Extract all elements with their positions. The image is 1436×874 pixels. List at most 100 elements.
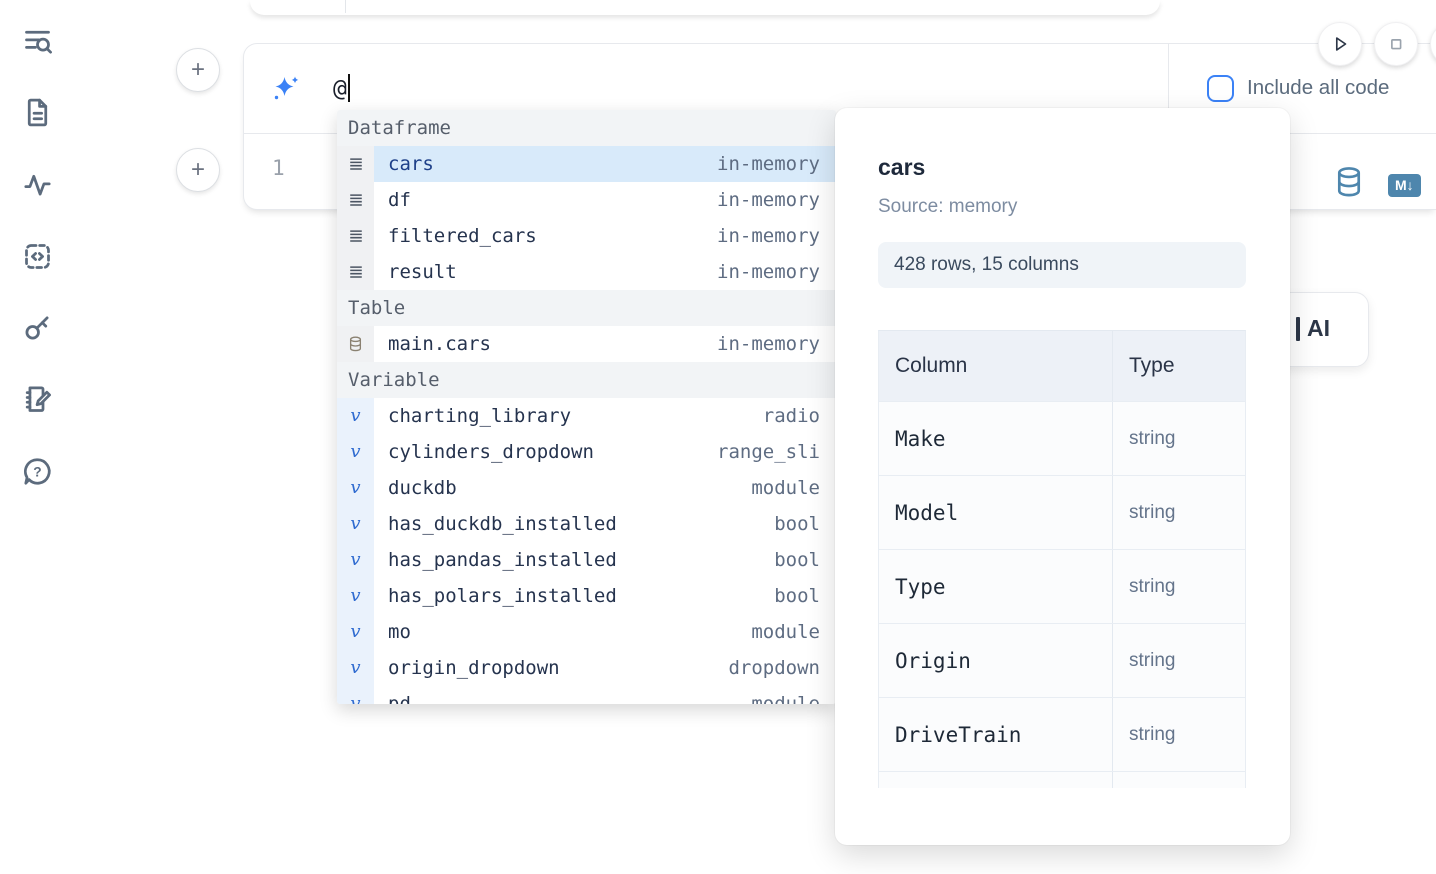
add-cell-above-button[interactable]: + [176, 48, 220, 92]
add-cell-below-button[interactable]: + [176, 148, 220, 192]
ai-card-label: AI [1307, 315, 1330, 341]
item-name: main.cars [388, 333, 491, 355]
preview-title: cars [878, 154, 926, 180]
dataframe-preview-popup: cars Source: memory 428 rows, 15 columns… [835, 108, 1290, 845]
scratchpad-icon [25, 385, 51, 412]
sidebar-item-code-snippet[interactable] [20, 239, 54, 273]
item-icon-gutter: v [337, 470, 374, 506]
item-icon-gutter: v [337, 506, 374, 542]
include-all-code-checkbox[interactable] [1207, 75, 1234, 102]
stop-icon [1391, 39, 1402, 50]
play-icon [1335, 37, 1347, 51]
item-name: mo [388, 621, 411, 643]
item-name: charting_library [388, 405, 572, 427]
item-type: module [751, 477, 820, 499]
svg-text:?: ? [33, 464, 41, 479]
sidebar-item-activity-pulse[interactable] [20, 167, 54, 201]
table-row: Origin string [878, 624, 1246, 698]
stop-button[interactable] [1374, 22, 1418, 66]
item-type: bool [774, 549, 820, 571]
code-snippet-icon [24, 243, 50, 269]
item-type: module [751, 693, 820, 704]
item-name: filtered_cars [388, 225, 537, 247]
item-icon-gutter: v [337, 578, 374, 614]
item-type: in-memory [717, 261, 820, 283]
variable-icon: v [350, 693, 361, 705]
item-icon-gutter [337, 146, 374, 182]
ai-prompt-input[interactable]: @ [333, 74, 351, 102]
column-name-cell: Type [895, 574, 946, 599]
autocomplete-item-has_duckdb_installed[interactable]: v has_duckdb_installed bool [337, 506, 836, 542]
item-icon-gutter: v [337, 614, 374, 650]
item-content: charting_library radio [374, 398, 836, 434]
sidebar-item-key[interactable] [20, 310, 54, 344]
clipped-letter-fragment [1296, 317, 1300, 341]
item-type: radio [762, 405, 820, 427]
column-type-cell: string [1112, 550, 1245, 623]
column-type-cell: string [1112, 476, 1245, 549]
database-icon[interactable] [1334, 166, 1364, 205]
sidebar: ? [0, 0, 72, 874]
column-name-cell: Origin [895, 648, 971, 673]
line-number: 1 [272, 156, 285, 180]
column-type-cell: string [1112, 624, 1245, 697]
variable-icon: v [350, 585, 361, 606]
variable-icon: v [350, 513, 361, 534]
item-name: has_pandas_installed [388, 549, 617, 571]
ai-options-panel: Include all code [1168, 44, 1436, 133]
column-type-cell: string [1112, 402, 1245, 475]
sidebar-item-file-document[interactable] [20, 95, 54, 129]
text-cursor [347, 74, 351, 102]
item-type: bool [774, 513, 820, 535]
item-icon-gutter [337, 218, 374, 254]
autocomplete-section-header: Table [337, 290, 836, 326]
item-type: dropdown [728, 657, 820, 679]
sidebar-item-toc-search[interactable] [20, 23, 54, 57]
item-content: origin_dropdown dropdown [374, 650, 836, 686]
autocomplete-item-main.cars[interactable]: main.cars in-memory [337, 326, 836, 362]
column-name-cell [879, 772, 1112, 788]
markdown-export-icon[interactable]: M↓ [1388, 174, 1421, 197]
table-header-cell: Column [895, 354, 968, 377]
sidebar-item-scratchpad[interactable] [20, 382, 54, 416]
ai-prompt-value: @ [333, 76, 347, 102]
variable-icon: v [350, 441, 361, 462]
variable-icon: v [350, 477, 361, 498]
sidebar-item-help-chat[interactable]: ? [20, 454, 54, 488]
ai-sparkle-icon [270, 72, 302, 104]
item-type: in-memory [717, 333, 820, 355]
dataframe-icon [349, 194, 362, 206]
item-name: origin_dropdown [388, 657, 560, 679]
include-all-code-label: Include all code [1247, 76, 1390, 99]
item-type: bool [774, 585, 820, 607]
shape-badge: 428 rows, 15 columns [878, 242, 1246, 288]
code-editor-row[interactable]: 1 [244, 134, 1436, 210]
dataframe-icon [349, 230, 362, 242]
item-type: range_sli [717, 441, 820, 463]
dataframe-icon [349, 266, 362, 278]
run-cell-button[interactable] [1318, 22, 1362, 66]
item-name: has_duckdb_installed [388, 513, 617, 535]
previous-cell-partial [250, 0, 1160, 15]
item-type: in-memory [717, 189, 820, 211]
column-name-cell: DriveTrain [895, 722, 1022, 747]
